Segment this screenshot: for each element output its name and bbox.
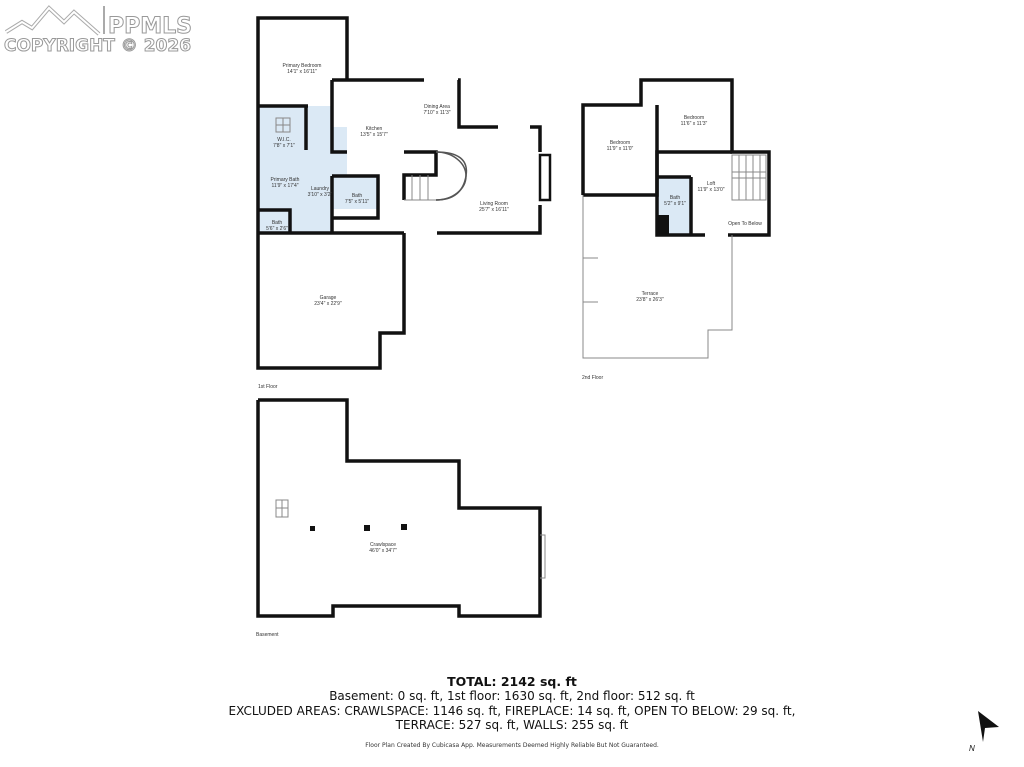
disclaimer: Floor Plan Created By Cubicasa App. Meas… <box>365 742 659 749</box>
room-label: Garage <box>320 295 337 301</box>
room-label: Primary Bath <box>271 177 300 183</box>
compass-label: N <box>969 744 975 753</box>
room-label: Loft <box>707 181 716 187</box>
room-label: Primary Bedroom <box>283 63 322 69</box>
total-area: TOTAL: 2142 sq. ft <box>447 674 577 689</box>
mountain-logo-icon <box>4 5 105 36</box>
room-label: Crawlspace <box>370 542 396 548</box>
logo-copyright: COPYRIGHT © 2026 <box>3 36 192 57</box>
floor-label: 2nd Floor <box>582 375 603 381</box>
room-label: Terrace <box>642 291 659 297</box>
room-label: Bath <box>272 220 283 226</box>
staircase <box>435 151 468 201</box>
room-label: Open To Below <box>728 221 762 227</box>
north-arrow-icon: N <box>969 711 999 753</box>
bath-area <box>332 176 378 209</box>
room-label: W.I.C. <box>277 137 291 143</box>
primary-bath-area <box>258 106 347 233</box>
fireplace <box>538 153 552 202</box>
room-label: Bedroom <box>610 140 630 146</box>
logo-brand: PPMLS <box>107 14 193 40</box>
svg-text:W.I.C.7'8" x 7'1": W.I.C.7'8" x 7'1" <box>273 137 295 149</box>
room-label: Bath <box>352 193 363 199</box>
excluded-areas: EXCLUDED AREAS: CRAWLSPACE: 1146 sq. ft,… <box>228 704 796 718</box>
room-label: Bedroom <box>684 115 704 121</box>
room-label: Bath <box>670 195 681 201</box>
room-label: Living Room <box>480 201 508 207</box>
floor-label: 1st Floor <box>258 384 278 390</box>
excluded-areas-cont: TERRACE: 527 sq. ft, WALLS: 255 sq. ft <box>395 718 629 732</box>
floor-label: Basement <box>256 632 279 638</box>
room-label: Dining Area <box>424 104 450 110</box>
floor-areas: Basement: 0 sq. ft, 1st floor: 1630 sq. … <box>329 689 695 703</box>
room-label: Kitchen <box>366 126 383 132</box>
room-label: Laundry <box>311 186 330 192</box>
